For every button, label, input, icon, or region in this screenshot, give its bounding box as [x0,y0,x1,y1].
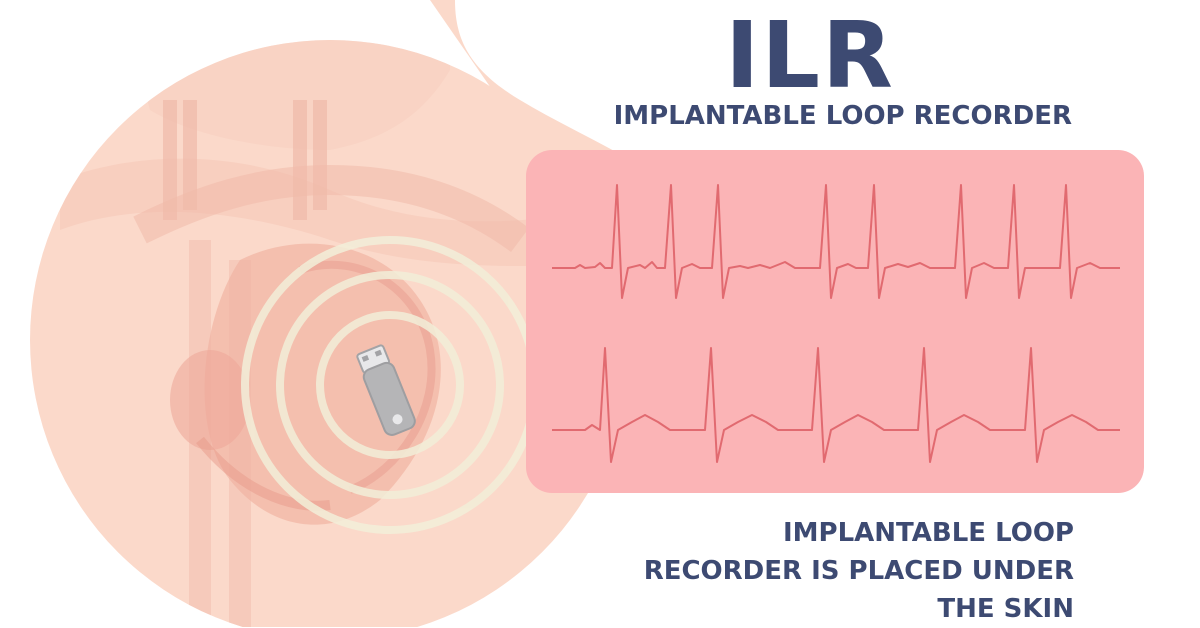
caption-line-3: THE SKIN [937,594,1074,624]
page-subtitle: IMPLANTABLE LOOP RECORDER [613,101,1072,131]
ecg-panel [526,150,1144,493]
ecg-trace-top [552,184,1120,299]
signal-waves-icon [241,236,539,534]
caption: IMPLANTABLE LOOP RECORDER IS PLACED UNDE… [560,514,1074,628]
caption-line-2: RECORDER IS PLACED UNDER [643,556,1074,586]
ecg-trace-bottom [552,347,1120,463]
page-title: ILR [725,2,895,109]
caption-line-1: IMPLANTABLE LOOP [783,518,1074,548]
implantable-loop-recorder-icon [356,344,416,436]
